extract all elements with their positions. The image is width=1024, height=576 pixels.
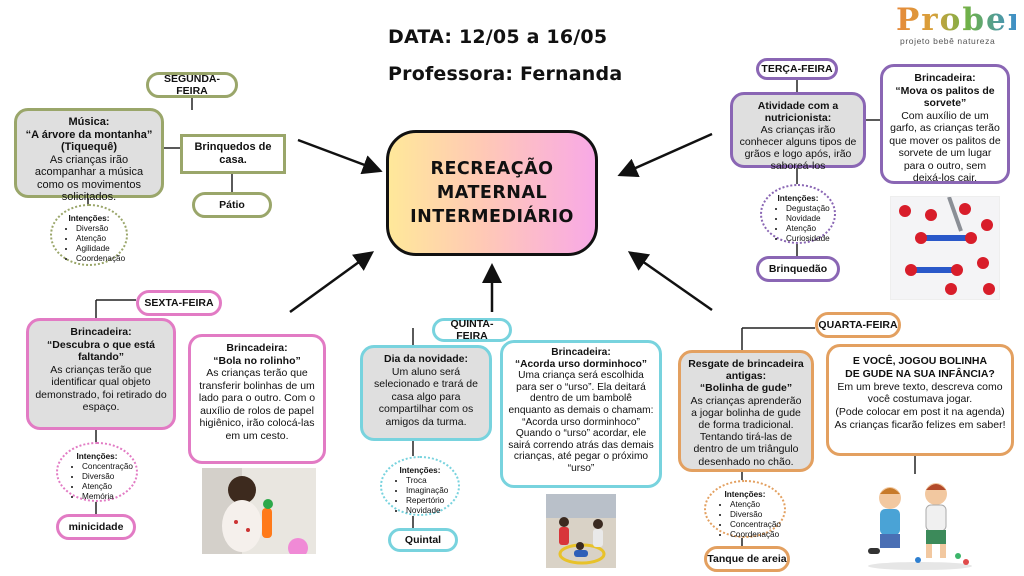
intention-item: Atenção (76, 234, 120, 244)
game-text: Quando o “urso” acordar, ele sairá corre… (508, 428, 654, 474)
intention-item: Novidade (406, 506, 452, 516)
game-title: Brincadeira: (551, 347, 611, 358)
game-chant: “Acorda urso dorminhoco” (522, 416, 640, 428)
intention-item: Degustação (786, 204, 830, 214)
marbles-kids-illustration (860, 474, 980, 572)
quinta-novelty-card: Dia da novidade: Um aluno será seleciona… (360, 345, 492, 441)
question-title: E VOCÊ, JOGOU BOLINHA (852, 355, 988, 367)
logo-tagline: projeto bebê natureza (900, 36, 996, 46)
rescue-title: Resgate de brincadeira antigas: (688, 358, 804, 383)
music-song: “A árvore da montanha” (25, 128, 153, 141)
intention-item: Concentração (82, 462, 133, 472)
arrow-segunda (297, 138, 383, 175)
question-text: Em um breve texto, descreva como (837, 380, 1003, 393)
intention-item: Atenção (786, 224, 828, 234)
center-title: RECREAÇÃO MATERNAL INTERMEDIÁRIO (386, 130, 598, 256)
intention-item: Repertório (406, 496, 452, 506)
child-playing-photo (202, 468, 316, 554)
game-title: Brincadeira: (914, 72, 976, 84)
intentions-bubble-quarta: Intenções: Atenção Diversão Concentração… (704, 480, 786, 540)
logo-wordmark: Proben (896, 2, 1024, 38)
day-pill-quinta: QUINTA-FEIRA (432, 318, 512, 342)
date-heading: DATA: 12/05 a 16/05 (388, 26, 608, 48)
intentions-title: Intenções: (399, 466, 441, 475)
center-line-2: MATERNAL (436, 183, 548, 203)
game-title: Brincadeira: (226, 342, 288, 354)
arrow-quarta (627, 251, 713, 312)
quarta-question-card: E VOCÊ, JOGOU BOLINHA DE GUDE NA SUA INF… (826, 344, 1014, 456)
day-pill-segunda: SEGUNDA-FEIRA (146, 72, 238, 98)
proben-logo: Proben projeto bebê natureza (896, 2, 1024, 58)
intention-item: Diversão (82, 472, 130, 482)
rescue-text: As crianças aprenderão a jogar bolinha d… (690, 394, 802, 468)
place-pill-quinta: Quintal (388, 528, 458, 552)
intention-item: Novidade (786, 214, 828, 224)
intention-item: Agilidade (76, 244, 120, 254)
arrow-sexta (289, 251, 375, 314)
game-name: “Bola no rolinho” (213, 354, 301, 367)
terca-game-card: Brincadeira: “Mova os palitos de sorvete… (880, 64, 1010, 184)
intention-item: Coordenação (730, 530, 779, 540)
game-text: Com auxílio de um garfo, as crianças ter… (889, 109, 1001, 185)
game-name: “Mova os palitos de sorvete” (895, 84, 995, 110)
day-pill-quarta: QUARTA-FEIRA (815, 312, 901, 338)
place-pill-segunda: Pátio (192, 192, 272, 218)
arrow-terca (617, 132, 713, 178)
intentions-title: Intenções: (777, 194, 819, 203)
intentions-title: Intenções: (76, 452, 118, 461)
game-name: “Descubra o que está faltando” (47, 338, 155, 364)
sexta-game1-card: Brincadeira: “Descubra o que está faltan… (26, 318, 176, 430)
children-game-photo (546, 494, 616, 568)
intention-item: Atenção (82, 482, 130, 492)
intentions-bubble-sexta: Intenções: Concentração Diversão Atenção… (56, 442, 138, 502)
intention-item: Atenção (730, 500, 778, 510)
music-title: Música: (68, 116, 110, 128)
day-pill-sexta: SEXTA-FEIRA (136, 290, 222, 316)
intention-item: Diversão (730, 510, 778, 520)
terca-activity-card: Atividade com a nutricionista: As crianç… (730, 92, 866, 172)
sexta-game2-card: Brincadeira: “Bola no rolinho” As crianç… (188, 334, 326, 464)
teacher-heading: Professora: Fernanda (388, 63, 623, 85)
quinta-game-card: Brincadeira: “Acorda urso dorminhoco” Um… (500, 340, 662, 488)
music-text: As crianças irão acompanhar a música com… (34, 153, 144, 204)
intention-item: Concentração (730, 520, 781, 530)
center-line-1: RECREAÇÃO (430, 159, 554, 179)
intentions-bubble-segunda: Intenções: Diversão Atenção Agilidade Co… (50, 204, 128, 266)
place-pill-terca: Brinquedão (756, 256, 840, 282)
question-title: DE GUDE NA SUA INFÂNCIA? (845, 367, 995, 380)
music-author: (Tiquequê) (60, 141, 117, 153)
novelty-text: Um aluno será selecionado e trará de cas… (374, 365, 478, 428)
intentions-title: Intenções: (68, 214, 110, 223)
novelty-title: Dia da novidade: (383, 353, 468, 365)
center-line-3: INTERMEDIÁRIO (410, 207, 574, 227)
intention-item: Coordenação (76, 254, 125, 264)
day-pill-terca: TERÇA-FEIRA (756, 58, 838, 80)
rescue-name: “Bolinha de gude” (699, 382, 793, 395)
game-text: Uma criança será escolhida para ser o “u… (508, 370, 654, 416)
activity-text: As crianças irão conhecer alguns tipos d… (739, 124, 857, 172)
place-pill-quarta: Tanque de areia (704, 546, 790, 572)
popsicle-sticks-photo (890, 196, 1000, 300)
intention-item: Troca (406, 476, 452, 486)
intention-item: Memória (82, 492, 130, 502)
activity-title: Atividade com a nutricionista: (757, 100, 839, 124)
intentions-bubble-quinta: Intenções: Troca Imaginação Repertório N… (380, 456, 460, 516)
game-text: As crianças terão que identificar qual o… (35, 363, 167, 414)
place-pill-sexta: minicidade (56, 514, 136, 540)
intention-item: Curiosidade (786, 234, 830, 244)
quarta-rescue-card: Resgate de brincadeira antigas: “Bolinha… (678, 350, 814, 472)
question-text: (Pode colocar em post it na agenda) (835, 406, 1005, 419)
intention-item: Imaginação (406, 486, 452, 496)
intentions-bubble-terca: Intenções: Degustação Novidade Atenção C… (760, 184, 836, 244)
segunda-music-card: Música: “A árvore da montanha” (Tiquequê… (14, 108, 164, 203)
question-text: você costumava jogar. (867, 393, 973, 406)
game-name: “Acorda urso dorminhoco” (515, 358, 647, 370)
segunda-toys-box: Brinquedos de casa. (180, 134, 286, 174)
game-text: As crianças terão que transferir bolinha… (198, 367, 316, 442)
intentions-title: Intenções: (724, 490, 766, 499)
question-text: As crianças ficarão felizes em saber! (834, 418, 1006, 431)
game-title: Brincadeira: (70, 326, 132, 338)
intention-item: Diversão (76, 224, 120, 234)
